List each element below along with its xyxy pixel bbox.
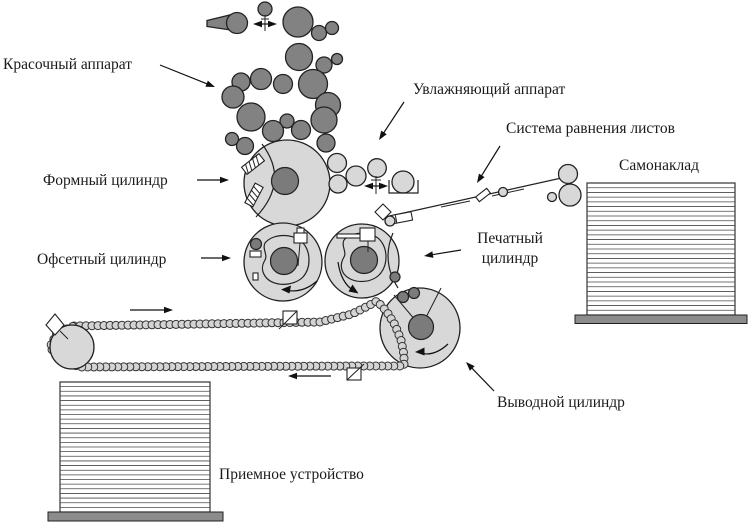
ink-roller: [279, 113, 295, 129]
dampening-roller: [391, 170, 415, 194]
chain-gripper-bar-bottom: [346, 363, 365, 381]
dampening-unit: [326, 152, 419, 194]
ink-roller: [225, 11, 249, 35]
label-receiving-device: Приемное устройство: [219, 466, 364, 483]
ink-roller: [235, 136, 255, 156]
label-dampening-unit: Увлажняющий аппарат: [413, 81, 566, 98]
ink-roller: [261, 119, 285, 143]
offset-gripper: [293, 227, 308, 267]
inking-unit: [206, 1, 344, 156]
feeder-sheets: [587, 187, 735, 311]
delivery-cylinder: [379, 286, 461, 369]
impression-cylinder-arrow: [424, 249, 462, 258]
label-delivery-cylinder: Выводной цилиндр: [497, 394, 625, 411]
label-impression-line1: Печатный: [477, 230, 543, 247]
label-impression-line2: цилиндр: [481, 250, 539, 268]
impression-side-roller: [389, 271, 401, 283]
label-plate-cylinder: Формный цилиндр: [43, 172, 168, 189]
sheet-alignment-system: [374, 163, 582, 227]
label-impression-cylinder: Печатный цилиндр: [464, 229, 556, 269]
side-guide: [474, 187, 492, 203]
ink-roller: [310, 106, 338, 134]
chain-gripper-bar-top: [278, 310, 298, 330]
plate-clamp-bottom: [244, 182, 264, 208]
gripper-chain: [46, 297, 409, 372]
ink-oscillation-arrow-right: [265, 20, 277, 28]
infeed-roller-bottom: [558, 183, 582, 207]
dampening-oscillator-symbol: [371, 176, 381, 194]
ink-oscillator-symbol: [261, 15, 269, 31]
ink-roller: [221, 85, 245, 109]
label-sheet-alignment: Система равнения листов: [506, 120, 675, 137]
dampening-roller: [326, 152, 348, 174]
sheet-alignment-arrow: [477, 145, 501, 183]
ink-roller: [236, 102, 266, 132]
impression-cylinder: [324, 223, 401, 299]
ink-roller: [310, 24, 328, 42]
chain-direction-arrow-top: [130, 306, 173, 314]
ink-roller: [297, 68, 329, 100]
receiver-stack: [47, 381, 224, 522]
plate-cylinder-arrow: [197, 176, 229, 184]
ink-roller: [316, 133, 336, 153]
ink-roller: [284, 42, 314, 72]
offset-cylinder-arrow: [201, 254, 231, 262]
ink-roller: [324, 20, 340, 36]
impression-rotation-arrow: [337, 261, 359, 294]
dampening-oscillation-arrow-right: [376, 182, 388, 190]
dampening-roller: [345, 165, 367, 187]
front-stop: [374, 203, 392, 221]
ink-roller: [330, 52, 344, 66]
chain-sprocket: [49, 324, 95, 370]
chain-delivery: [45, 297, 409, 381]
receiver-sheets: [60, 386, 210, 508]
ink-roller: [282, 6, 314, 38]
offset-cylinder: [243, 222, 323, 302]
ink-roller: [290, 119, 312, 141]
inking-unit-arrow: [159, 64, 215, 87]
chain-direction-arrow-bottom: [288, 372, 331, 380]
delivery-gripper-roller: [407, 286, 421, 300]
sprocket-marker: [45, 313, 65, 336]
ink-roller: [272, 73, 294, 95]
ink-roller: [257, 1, 273, 17]
dampening-roller: [367, 158, 387, 178]
impression-gripper: [336, 227, 376, 252]
offset-side-roller: [249, 237, 263, 251]
feeder-stack: [574, 182, 748, 324]
delivery-rotation-arrow: [415, 343, 449, 356]
offset-rotation-arrow: [281, 280, 318, 294]
ink-roller: [249, 67, 273, 91]
label-feeder: Самонаклад: [619, 157, 699, 174]
dampening-roller: [328, 174, 348, 194]
delivery-gripper-roller: [396, 290, 410, 304]
dampening-unit-arrow: [379, 101, 405, 140]
water-fountain-pan: [388, 180, 419, 194]
plate-clamp-top: [240, 152, 266, 176]
ink-rollers: [221, 1, 344, 156]
ink-roller: [315, 56, 333, 74]
ink-oscillation-arrow-left: [253, 20, 265, 28]
label-arrows: [130, 20, 501, 392]
dampening-oscillation-arrow-left: [364, 182, 376, 190]
ink-roller: [224, 131, 240, 147]
dampening-rollers: [326, 152, 415, 194]
plate-cylinder: [240, 139, 331, 227]
label-offset-cylinder: Офсетный цилиндр: [37, 251, 167, 268]
delivery-cylinder-arrow: [466, 362, 495, 392]
label-inking-unit: Красочный аппарат: [3, 56, 133, 73]
infeed-roller-top: [557, 163, 579, 185]
